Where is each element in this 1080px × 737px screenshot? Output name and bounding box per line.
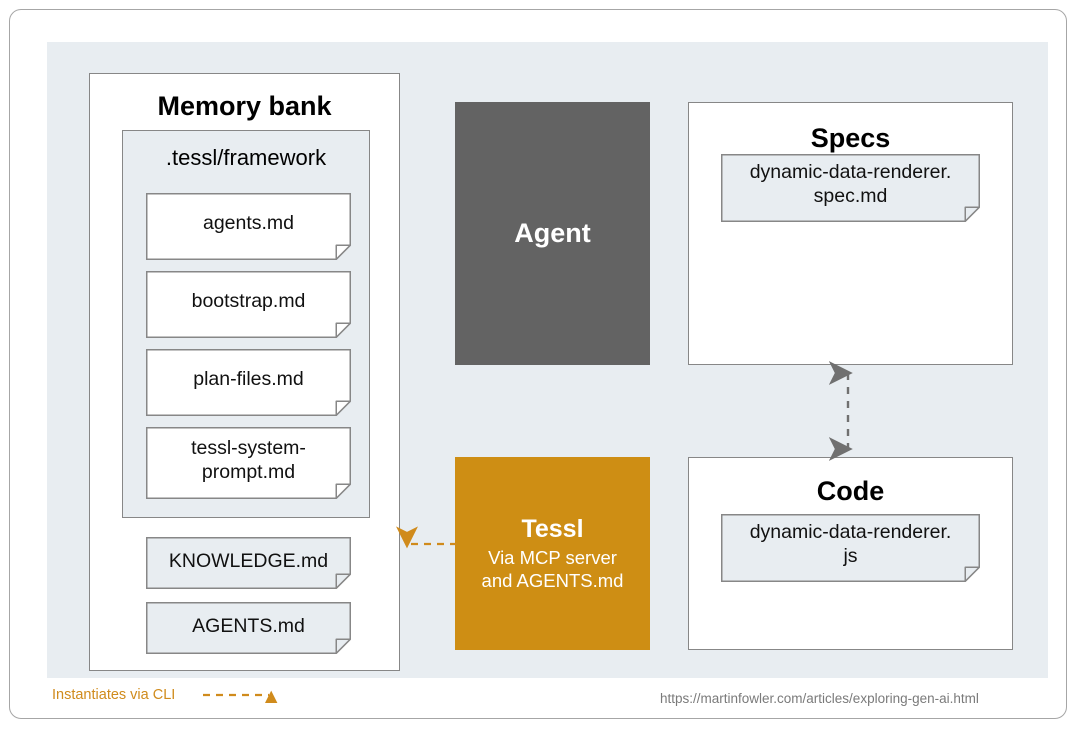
file-plan-files-md[interactable]: plan-files.md [146,349,351,416]
file-label-line2: prompt.md [201,461,296,483]
tessl-block[interactable]: Tessl Via MCP server and AGENTS.md [455,457,650,650]
document-shape-icon [146,349,351,416]
file-label-line1: dynamic-data-renderer. [749,160,952,183]
tessl-title: Tessl [521,514,584,543]
legend-dashed-arrow-icon [203,690,283,703]
file-agents-md[interactable]: agents.md [146,193,351,260]
file-dynamic-data-renderer-spec-md[interactable]: dynamic-data-renderer. spec.md [721,154,980,222]
file-label-line1: dynamic-data-renderer. [749,520,952,543]
legend-instantiates-via-cli: Instantiates via CLI [52,687,285,703]
document-shape-icon [721,514,980,582]
file-label-line1: tessl-system- [191,436,306,459]
code-title: Code [816,476,885,506]
file-label-line2: spec.md [813,185,888,207]
tessl-framework-label: .tessl/framework [165,145,327,170]
file-label: KNOWLEDGE.md [168,549,329,572]
document-shape-icon [146,427,351,499]
document-shape-icon [146,602,351,654]
specs-container: Specs [688,102,1013,365]
file-dynamic-data-renderer-js[interactable]: dynamic-data-renderer. js [721,514,980,582]
file-label: AGENTS.md [192,614,305,637]
connector-tessl-memory-bank [396,526,457,549]
file-label: agents.md [202,212,295,235]
connector-specs-code [828,361,853,461]
agent-title: Agent [514,218,591,248]
specs-title: Specs [810,123,891,153]
diagram-panel: Memory bank .tessl/framework agents.md [47,42,1048,678]
legend-label: Instantiates via CLI [52,687,176,703]
file-agents-root-md[interactable]: AGENTS.md [146,602,351,654]
tessl-subtitle-line1: Via MCP server [488,546,617,568]
tessl-subtitle-line2: and AGENTS.md [481,570,624,591]
file-knowledge-md[interactable]: KNOWLEDGE.md [146,537,351,589]
document-shape-icon [721,154,980,222]
memory-bank-title: Memory bank [157,91,332,121]
file-tessl-system-prompt-md[interactable]: tessl-system- prompt.md [146,427,351,499]
diagram-card: Memory bank .tessl/framework agents.md [9,9,1067,719]
document-shape-icon [146,537,351,589]
agent-block[interactable]: Agent [455,102,650,365]
document-shape-icon [146,271,351,338]
file-label: bootstrap.md [191,290,306,313]
file-bootstrap-md[interactable]: bootstrap.md [146,271,351,338]
file-label: plan-files.md [193,368,304,391]
document-shape-icon [146,193,351,260]
file-label-line2: js [843,545,858,567]
source-url: https://martinfowler.com/articles/explor… [660,691,979,706]
